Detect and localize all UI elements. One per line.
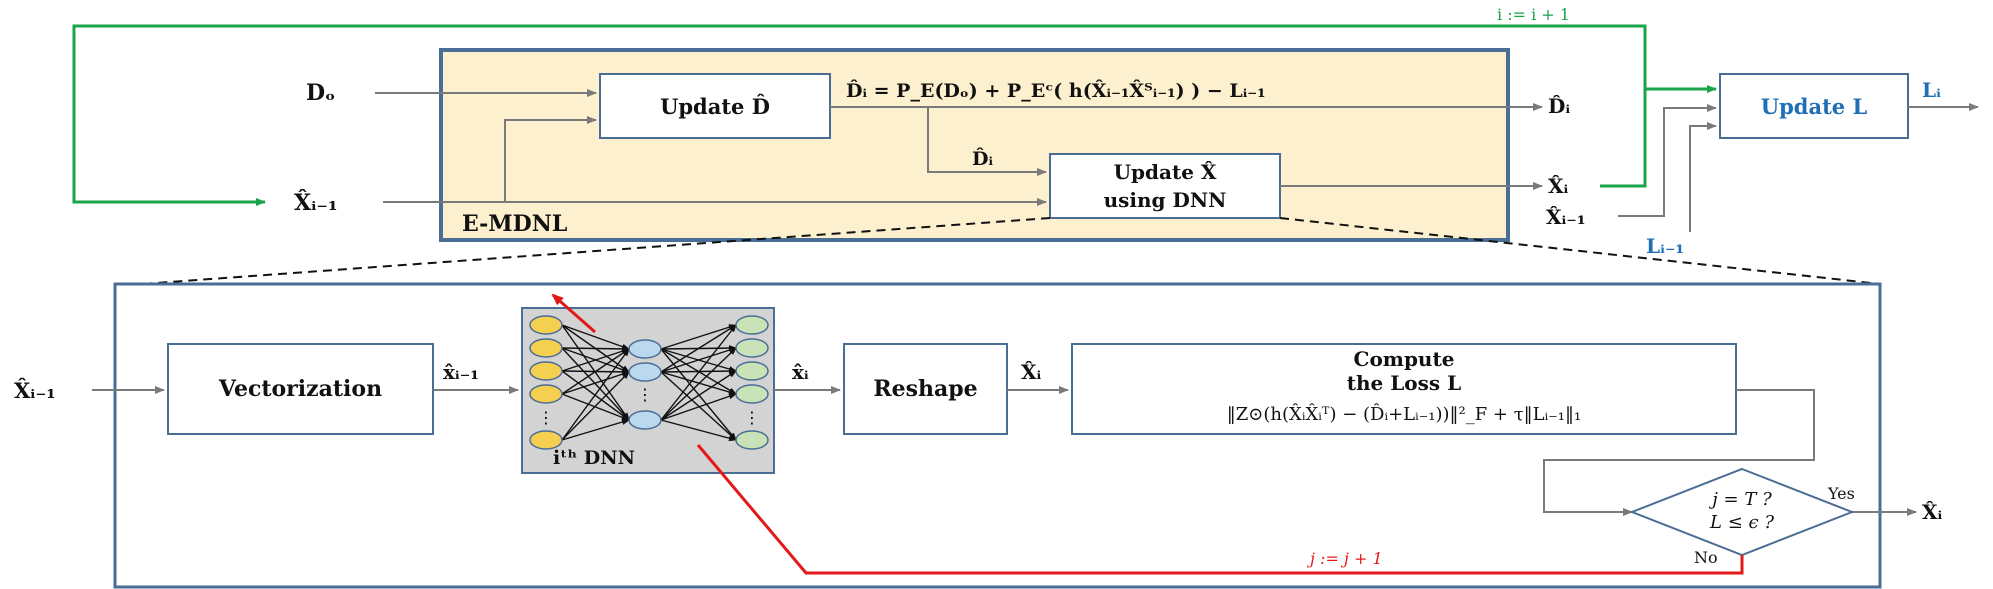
dnn-edge <box>660 347 737 373</box>
dnn-edge <box>561 348 630 372</box>
side-l-prev-label: Lᵢ₋₁ <box>1646 234 1685 258</box>
out-x-label: X̂ᵢ <box>1548 174 1569 198</box>
zoom-line-left <box>141 217 1051 285</box>
zoom-line-right <box>1279 217 1881 285</box>
dnn-detail-panel <box>113 282 1882 589</box>
outer-loop-arrow <box>72 24 1647 206</box>
d-update-equation: D̂ᵢ = P_E(Dₒ) + P_Eᶜ( h(X̂ᵢ₋₁X̂ᵀᵢ₋₁) ) −… <box>846 80 1266 102</box>
dnn-node <box>735 338 769 358</box>
dnn-nodes: ⋮ ⋮ ⋮ <box>529 315 769 450</box>
update-d-box <box>599 73 831 139</box>
dnn-edge <box>660 419 737 442</box>
dnn-edge <box>561 419 630 441</box>
update-l-label: Update L <box>1760 93 1868 119</box>
reshape-box <box>843 343 1008 435</box>
yes-label: Yes <box>1828 484 1855 503</box>
dnn-edge <box>660 324 737 373</box>
input-x-prev-label: X̂ᵢ₋₁ <box>294 190 338 216</box>
input-d0-label: Dₒ <box>306 80 336 106</box>
d-hat-mid-label: D̂ᵢ <box>972 148 994 170</box>
update-x-label-2: using DNN <box>1103 188 1227 212</box>
bottom-input-label: X̂ᵢ₋₁ <box>14 378 56 403</box>
vec-out-label: x̂ᵢ₋₁ <box>443 360 480 384</box>
panel-label: E-MDNL <box>462 211 568 237</box>
dnn-ellipsis: ⋮ <box>744 408 760 427</box>
dnn-edge <box>561 324 630 421</box>
side-x-prev-label: X̂ᵢ₋₁ <box>1546 205 1586 229</box>
dnn-node <box>529 430 563 450</box>
dnn-edge <box>561 324 630 350</box>
dnn-edge <box>660 371 737 395</box>
dnn-node <box>529 315 563 335</box>
loss-title-1: Compute <box>1353 347 1455 371</box>
dnn-edge <box>561 345 630 352</box>
dnn-node <box>735 361 769 381</box>
l-prev-to-update-l <box>1689 122 1717 232</box>
inner-loop-label: j := j + 1 <box>1310 549 1383 568</box>
dnn-edge <box>660 347 737 421</box>
x-to-update-l-arrow <box>1600 85 1717 188</box>
dnn-node <box>628 410 662 430</box>
dnn-out-label: x̂ᵢ <box>792 360 809 384</box>
reshape-label: Reshape <box>873 376 978 402</box>
d-to-update-x <box>927 107 1047 176</box>
final-out-label: X̂ᵢ <box>1922 500 1943 524</box>
out-d-label: D̂ᵢ <box>1548 94 1571 118</box>
dnn-edge <box>561 348 630 395</box>
dnn-edge <box>561 371 630 395</box>
dnn-edge <box>660 324 737 421</box>
dnn-label: iᵗʰ DNN <box>553 447 635 469</box>
dnn-node <box>735 315 769 335</box>
dnn-node <box>735 430 769 450</box>
dnn-edge <box>561 393 630 421</box>
dnn-node <box>628 339 662 359</box>
loss-box <box>1071 343 1737 435</box>
update-d-label: Update D̂ <box>660 93 770 119</box>
dnn-node <box>529 338 563 358</box>
dnn-edges <box>561 324 737 442</box>
inner-loop-arrow <box>696 444 1744 575</box>
condition-line-1: j = T ? <box>1712 488 1772 510</box>
dnn-node <box>628 362 662 382</box>
loss-formula: ‖Z⊙(h(X̂ᵢX̂ᵢᵀ) − (D̂ᵢ+Lᵢ₋₁))‖²_F + τ‖Lᵢ₋… <box>1226 403 1582 425</box>
inner-loop-arrowhead <box>551 293 596 334</box>
dnn-edge <box>561 371 630 441</box>
dnn-edge <box>660 393 737 421</box>
dnn-node <box>735 384 769 404</box>
update-x-label-1: Update X̂ <box>1113 160 1217 184</box>
dnn-edge <box>660 324 737 350</box>
x-prev-to-update-l <box>1618 104 1717 217</box>
update-x-box <box>1049 153 1281 219</box>
dnn-ellipsis: ⋮ <box>637 385 653 404</box>
condition-line-2: L ≤ ϵ ? <box>1710 511 1774 533</box>
reshape-out-label: X̂ᵢ <box>1021 360 1042 384</box>
dnn-edge <box>660 370 737 421</box>
dnn-edge <box>561 347 630 421</box>
dnn-node <box>529 384 563 404</box>
x-prev-to-update-d <box>504 116 597 202</box>
dnn-ellipsis: ⋮ <box>538 408 554 427</box>
loss-title-2: the Loss L <box>1346 371 1462 395</box>
no-label: No <box>1694 548 1718 567</box>
dnn-edge <box>561 348 630 441</box>
dnn-edge <box>660 371 737 441</box>
dnn-node <box>529 361 563 381</box>
vectorization-label: Vectorization <box>218 376 383 402</box>
out-l-label: Lᵢ <box>1922 78 1941 102</box>
outer-loop-label: i := i + 1 <box>1497 5 1570 24</box>
loss-to-decision-arrow <box>1543 389 1815 516</box>
